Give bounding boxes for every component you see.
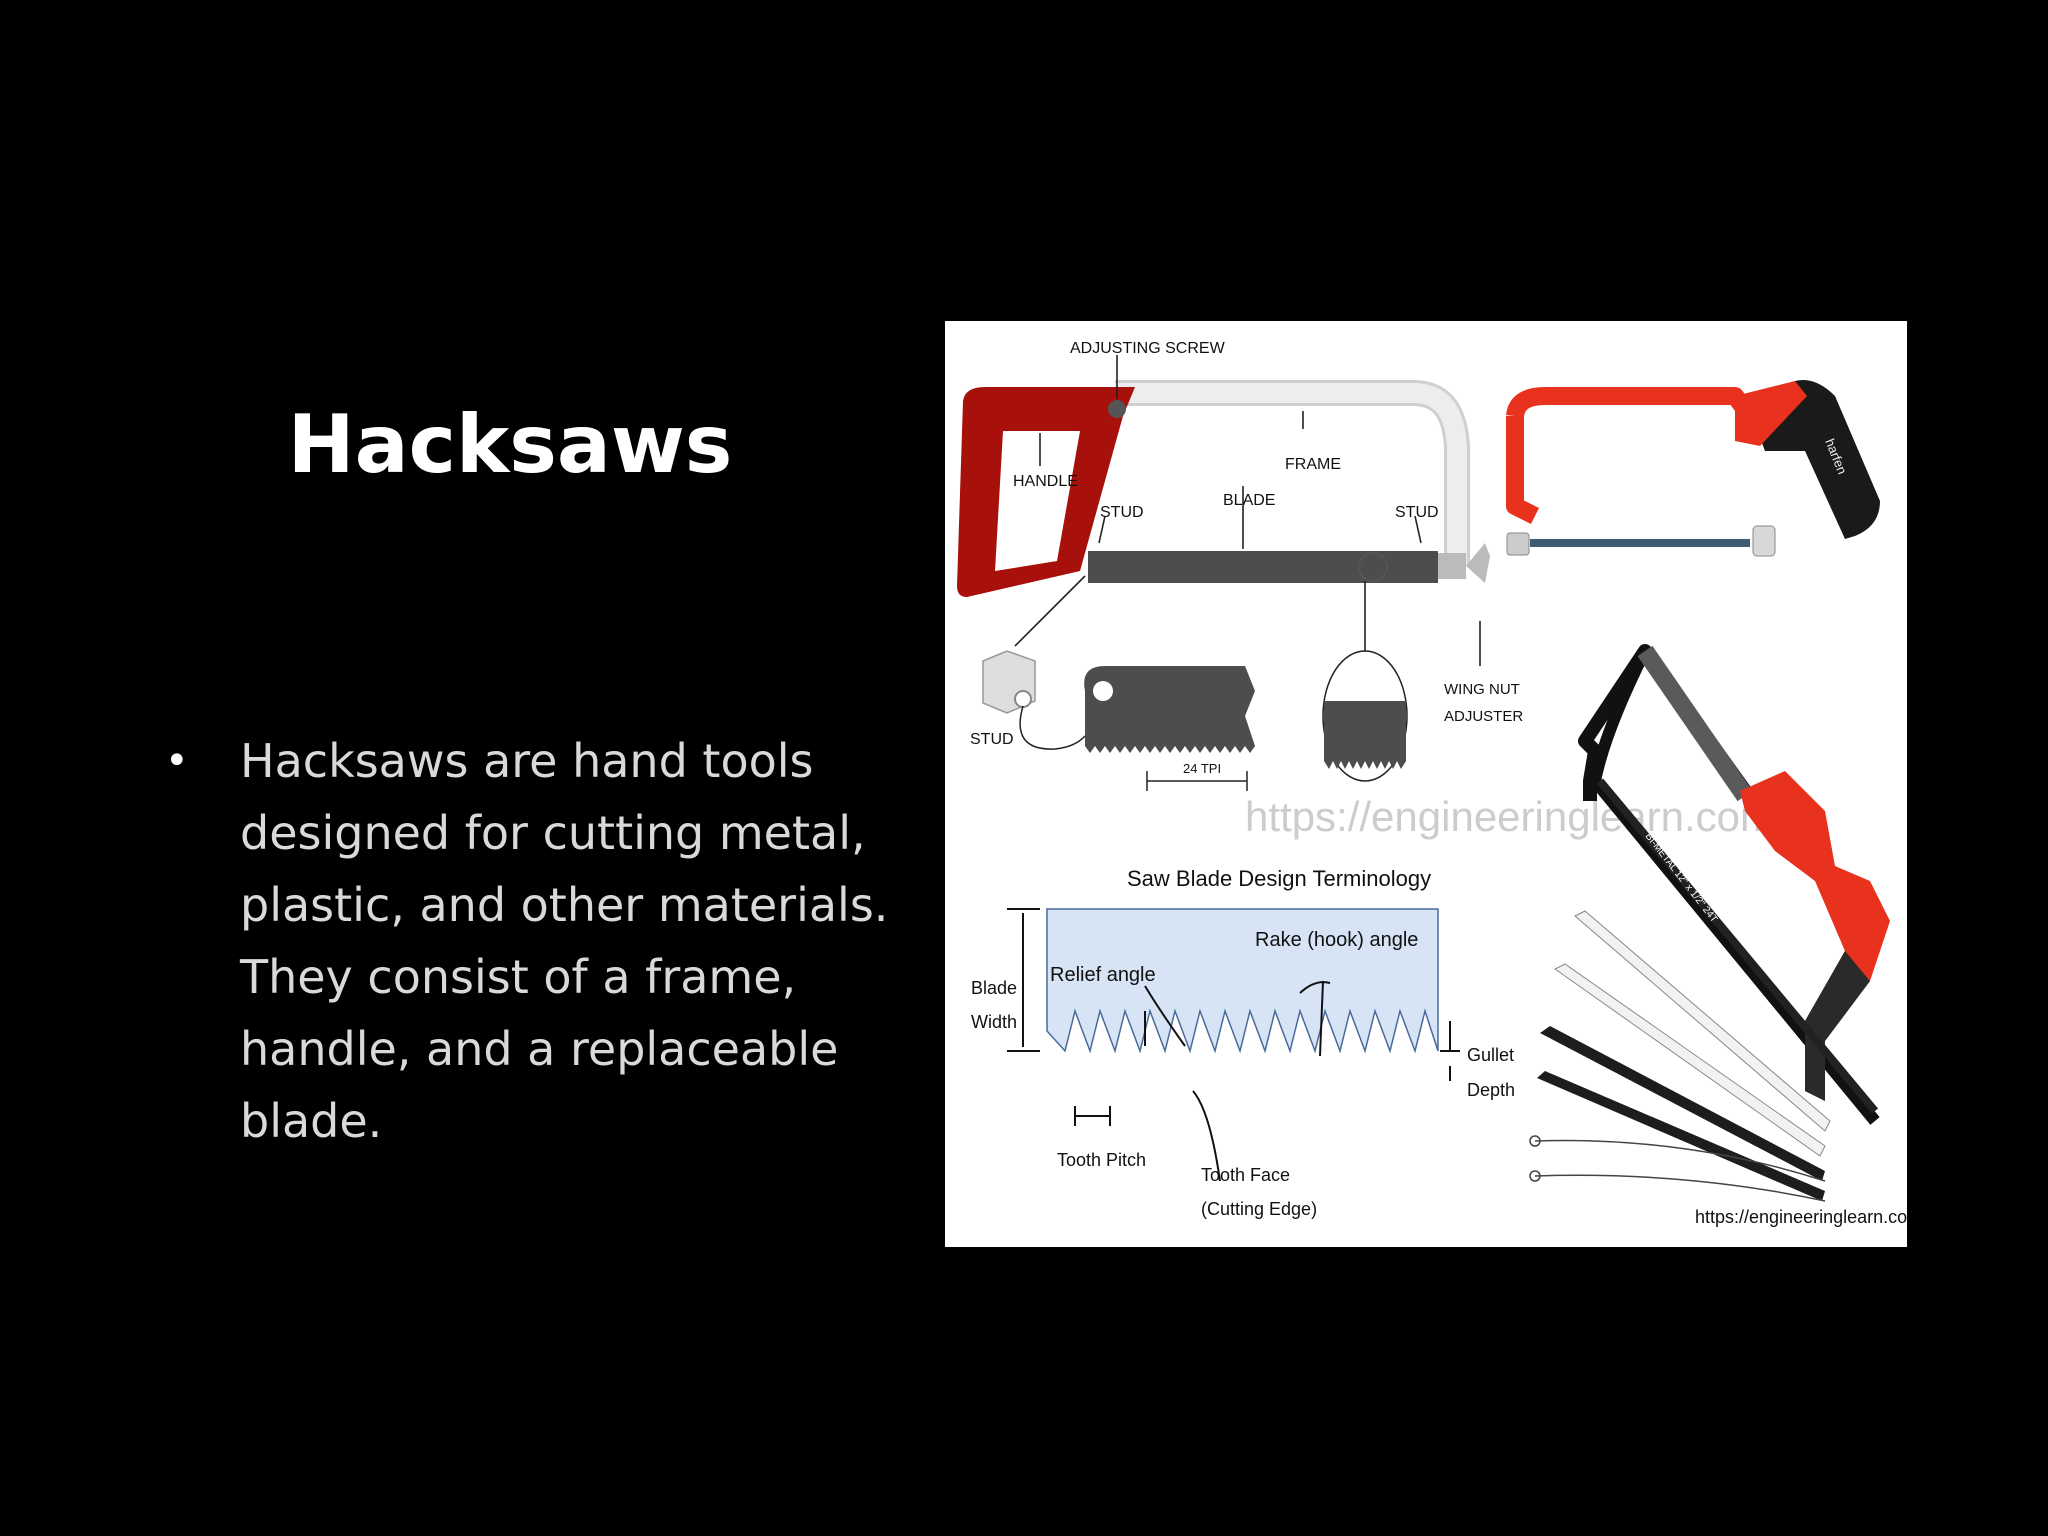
label-handle: HANDLE — [1013, 473, 1078, 490]
label-relief-angle: Relief angle — [1050, 964, 1156, 986]
blade-zoom-teeth — [1324, 701, 1406, 769]
hacksaw-figure: ADJUSTING SCREW HANDLE FRAME BLADE STUD … — [945, 321, 1907, 1247]
label-tooth-pitch: Tooth Pitch — [1057, 1150, 1146, 1170]
stud-pointer — [1019, 705, 1086, 750]
spare-blade-white-1 — [1574, 910, 1831, 1132]
label-rake-angle: Rake (hook) angle — [1255, 929, 1418, 951]
bimetal-blade-line — [1596, 778, 1879, 1114]
hacksaw-illustration: ADJUSTING SCREW HANDLE FRAME BLADE STUD … — [957, 340, 1907, 1227]
label-stud-right: STUD — [1395, 504, 1439, 521]
label-wing-nut-1: WING NUT — [1444, 681, 1520, 698]
terminology-diagram: Saw Blade Design Terminology — [971, 866, 1515, 1219]
label-gullet-2: Depth — [1467, 1080, 1515, 1100]
stud-right-shape — [1438, 553, 1466, 579]
black-frame-curve — [1588, 648, 1880, 1125]
bullet-dot-icon: • — [165, 738, 189, 784]
spare-blade-black-2 — [1537, 1071, 1825, 1201]
frame-arm-shape — [1637, 645, 1753, 802]
wing-nut-icon — [1466, 543, 1490, 583]
hacksaw-parts-diagram: ADJUSTING SCREW HANDLE FRAME BLADE STUD … — [957, 340, 1523, 725]
blade-detail-row: STUD 24 TPI https://engineeringlearn.com — [970, 650, 1775, 840]
frame-shape — [1115, 380, 1470, 566]
blade-zoom-circle — [1358, 552, 1388, 582]
stud-hole-icon — [1014, 690, 1032, 708]
blade-section-hole — [1093, 681, 1113, 701]
tension-knob-icon — [1752, 525, 1776, 557]
red-frame-top — [1506, 387, 1777, 425]
bimetal-hacksaw-photo: BI-METAL 12" x 1/2" 24T — [1529, 644, 1890, 1202]
blade-pin-icon — [1506, 532, 1530, 556]
label-stud-left: STUD — [1100, 504, 1144, 521]
handle-grip-black — [1805, 951, 1870, 1101]
red-saw-blade — [1530, 539, 1750, 547]
bullet-list: • Hacksaws are hand tools designed for c… — [150, 725, 890, 1157]
blade-shape — [1088, 551, 1438, 583]
adjusting-screw-icon — [1108, 400, 1126, 418]
blade-marking-text: BI-METAL 12" x 1/2" 24T — [1643, 831, 1720, 925]
spare-blade-black-1 — [1540, 1026, 1825, 1181]
credit-text: https://engineeringlearn.com — [1695, 1207, 1907, 1227]
label-wing-nut-2: ADJUSTER — [1444, 708, 1523, 725]
red-handle-upper — [1735, 381, 1807, 446]
wire-loop-icon — [1529, 1170, 1541, 1182]
label-stud-detail: STUD — [970, 731, 1014, 748]
bullet-text: Hacksaws are hand tools designed for cut… — [240, 734, 889, 1148]
spare-blade-white-2 — [1554, 963, 1826, 1157]
wire-blade-2 — [1534, 1174, 1826, 1202]
label-tpi: 24 TPI — [1183, 761, 1221, 776]
label-adjusting-screw: ADJUSTING SCREW — [1070, 340, 1226, 357]
wire-blade-1 — [1534, 1139, 1826, 1182]
label-blade-width-2: Width — [971, 1012, 1017, 1032]
red-frame-shape — [1506, 416, 1540, 525]
label-blade: BLADE — [1223, 492, 1275, 509]
terminology-title: Saw Blade Design Terminology — [1127, 866, 1431, 891]
bullet-item: • Hacksaws are hand tools designed for c… — [150, 725, 890, 1157]
label-tooth-face-1: Tooth Face — [1201, 1165, 1290, 1185]
wire-loop-icon — [1529, 1135, 1541, 1147]
label-frame: FRAME — [1285, 456, 1341, 473]
frame-highlight — [1115, 383, 1467, 566]
label-tooth-face-2: (Cutting Edge) — [1201, 1199, 1317, 1219]
blade-section-teeth — [1085, 746, 1255, 753]
watermark-text: https://engineeringlearn.com — [1245, 793, 1775, 840]
handle-grip-hole — [995, 431, 1080, 571]
slide-title: Hacksaws — [287, 398, 733, 491]
blade-section-shape — [1084, 666, 1255, 746]
label-gullet-1: Gullet — [1467, 1045, 1514, 1065]
red-hacksaw-photo: harfen — [1506, 380, 1880, 557]
label-blade-width-1: Blade — [971, 978, 1017, 998]
